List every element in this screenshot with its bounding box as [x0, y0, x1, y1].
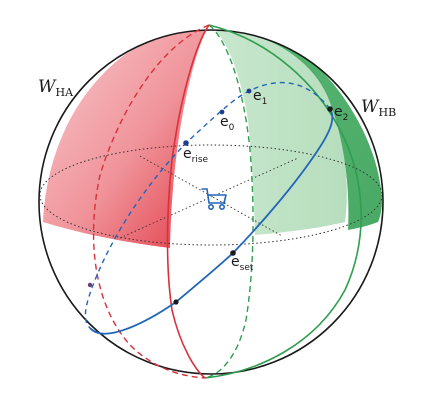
point-front-cross: [173, 299, 179, 305]
label-w-hb: WHB: [361, 97, 396, 119]
point-e0: [219, 109, 225, 115]
point-e1: [246, 88, 252, 94]
equator-ring: [39, 144, 383, 246]
point-e2: [327, 106, 333, 112]
axis-line-1: [119, 157, 299, 239]
label-e-set: eset: [231, 254, 254, 273]
point-back-cross: [87, 282, 93, 288]
label-e0: e0: [220, 114, 235, 133]
label-e2: e2: [334, 104, 348, 123]
axis-line-2: [139, 155, 283, 237]
red-meridian-back: [92, 24, 210, 379]
label-e-rise: erise: [183, 146, 209, 165]
red-meridian-front: [166, 24, 210, 379]
sphere-outline: [38, 29, 384, 375]
green-meridian-back: [204, 24, 254, 379]
green-meridian-front: [204, 24, 362, 379]
region-w-hb-front: [209, 30, 382, 230]
point-e-rise: [183, 140, 189, 146]
point-e-set: [230, 250, 236, 256]
region-w-hb-back: [209, 30, 347, 235]
cart-icon: [201, 188, 227, 211]
label-w-ha: WHA: [38, 77, 74, 99]
region-w-ha: [43, 30, 209, 248]
label-e1: e1: [253, 88, 267, 107]
